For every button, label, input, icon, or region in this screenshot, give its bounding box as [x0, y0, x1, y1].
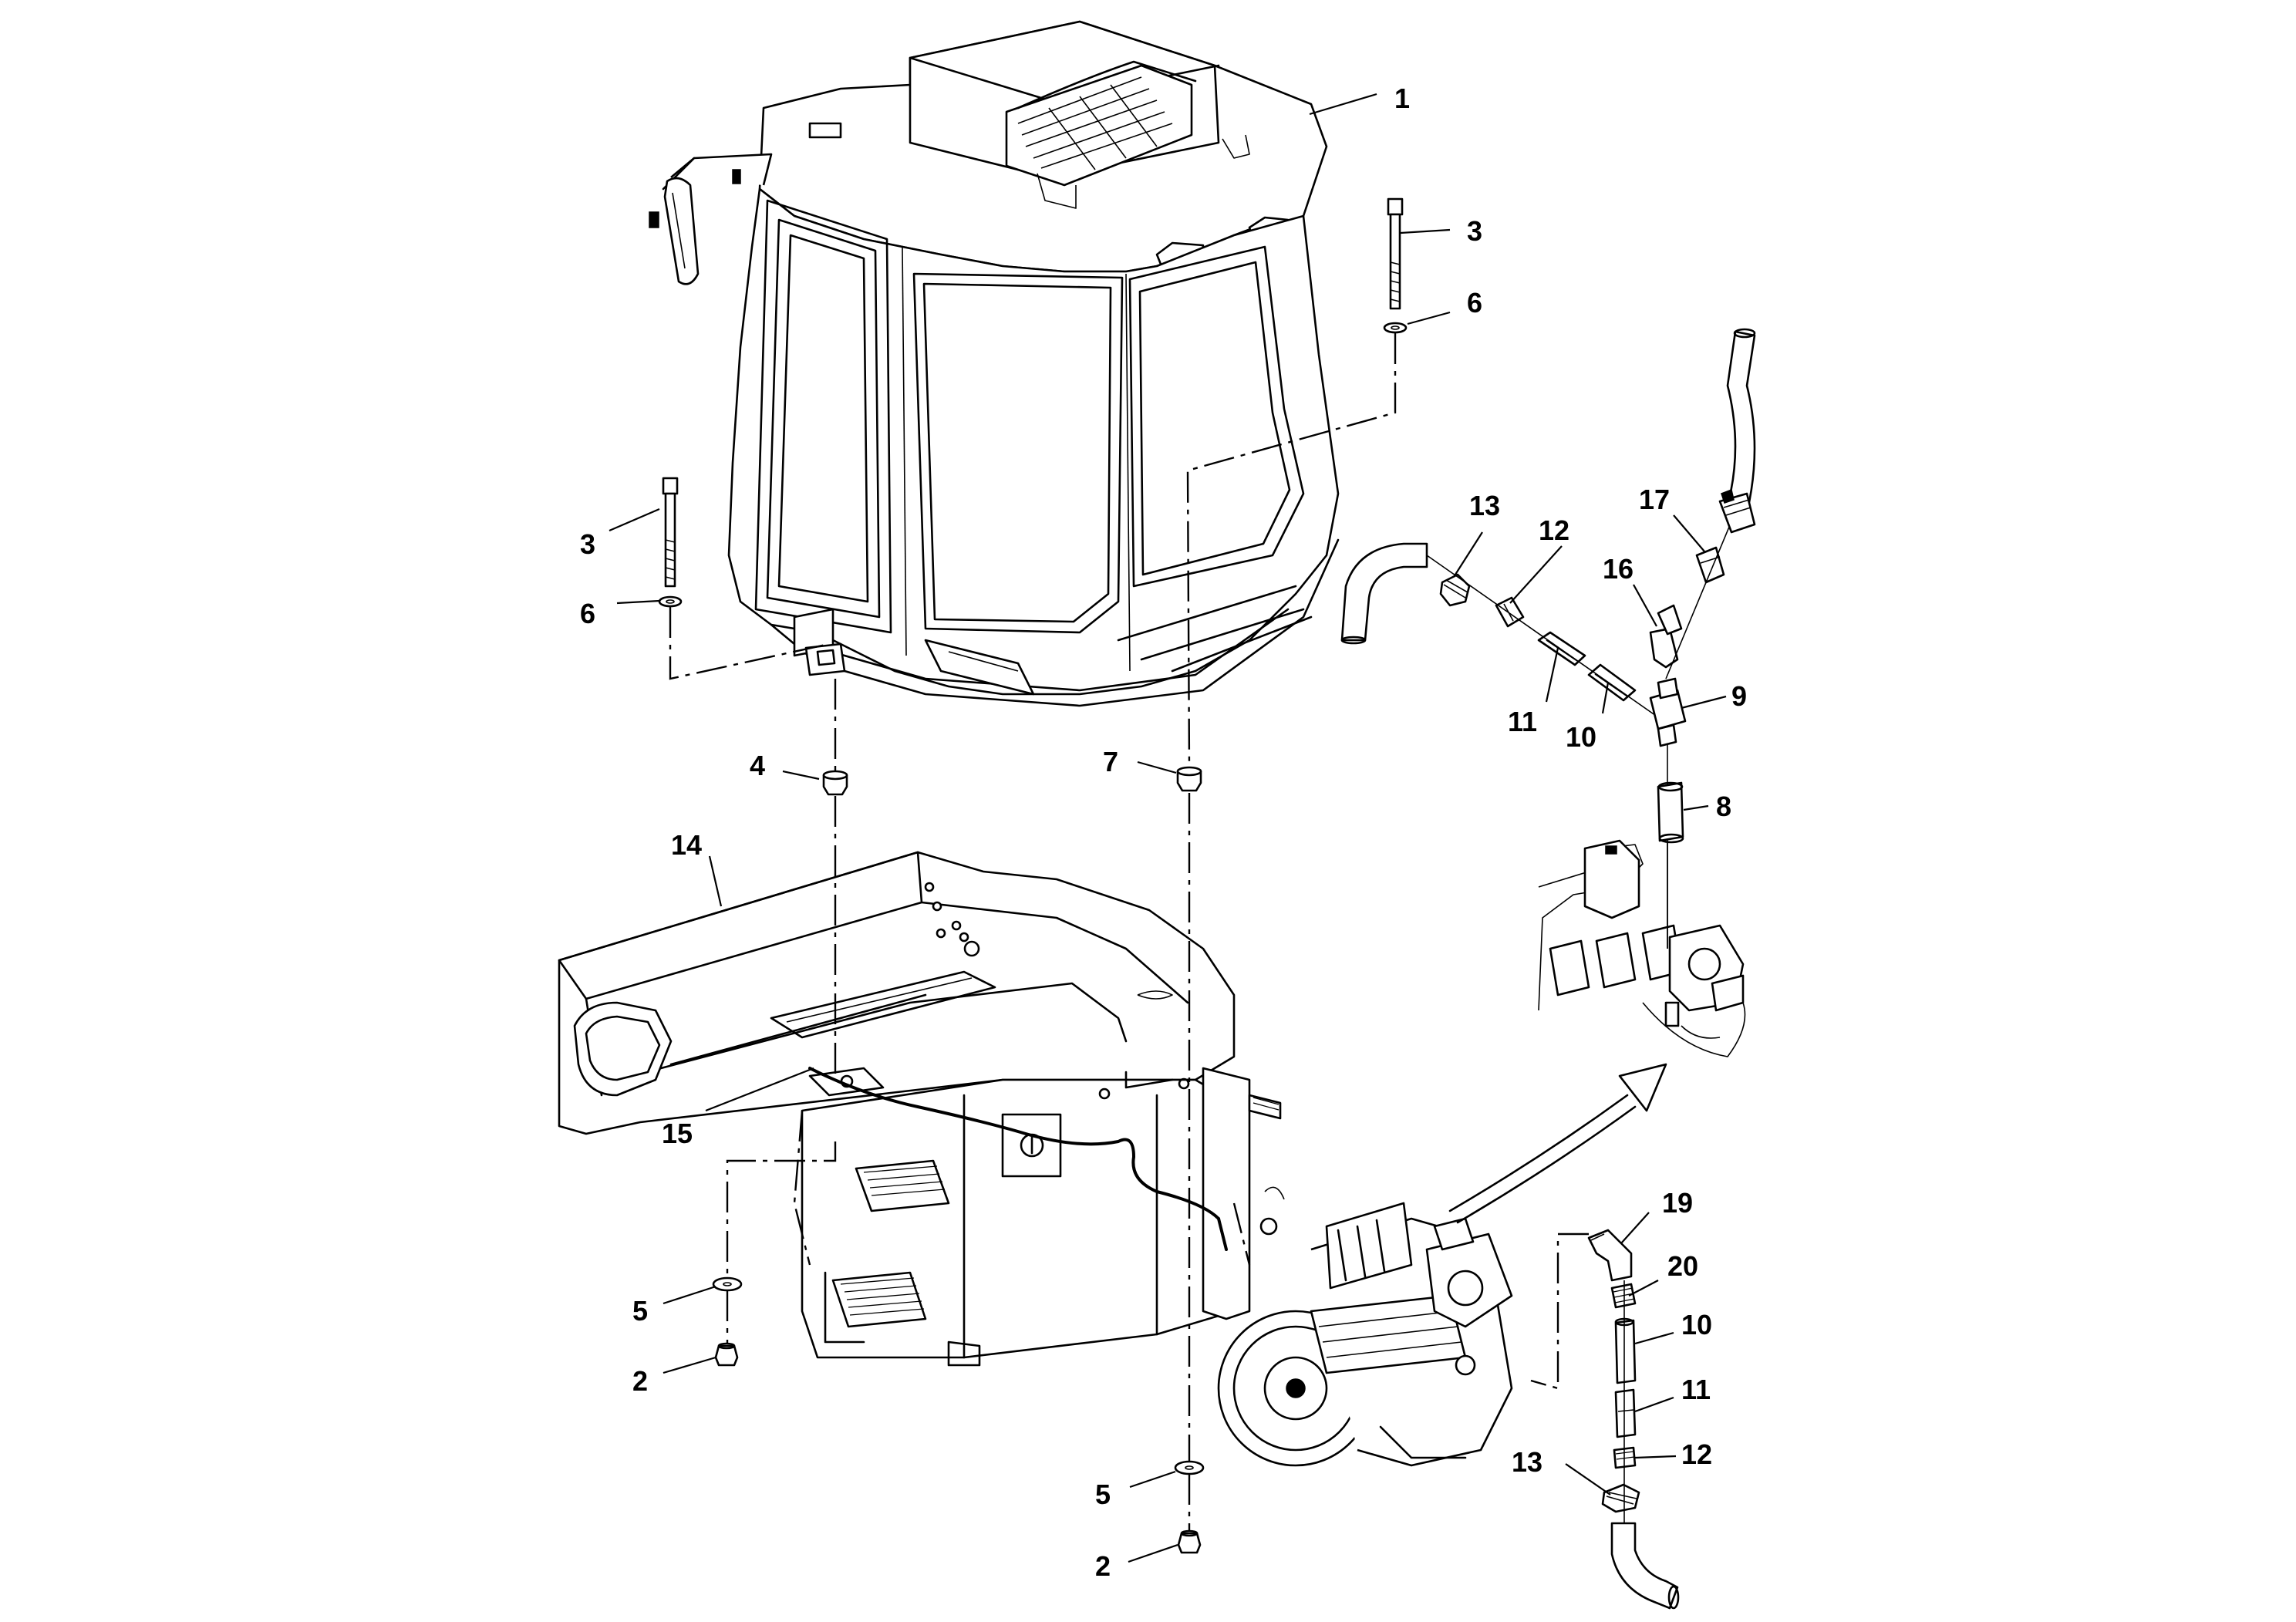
callout-3-left: 3	[580, 528, 595, 560]
heater-hose-assembly-lower	[1587, 1229, 1680, 1610]
heater-hose-assembly-upper	[1340, 328, 1756, 949]
callout-1: 1	[1394, 83, 1410, 114]
callout-13-lower: 13	[1512, 1446, 1542, 1478]
leader-lines	[609, 93, 1727, 1563]
callout-10-lower: 10	[1681, 1309, 1712, 1340]
platform-frame	[558, 851, 1282, 1367]
callout-12-lower: 12	[1681, 1438, 1712, 1470]
callout-2-left: 2	[632, 1365, 648, 1397]
callout-6-left: 6	[580, 598, 595, 629]
callout-labels: 1 3 6 3 6 4 7 14 15 5 2 5 2 13 12 11 10 …	[580, 83, 1747, 1582]
callout-5-right: 5	[1095, 1479, 1111, 1510]
callout-4: 4	[750, 750, 765, 781]
callout-3-right: 3	[1467, 215, 1482, 247]
callout-12-upper: 12	[1539, 514, 1569, 546]
callout-13-upper: 13	[1469, 490, 1500, 521]
callout-2-right: 2	[1095, 1550, 1111, 1582]
callout-11-lower: 11	[1681, 1374, 1711, 1405]
cab-assembly	[727, 20, 1340, 707]
callout-6-right: 6	[1467, 287, 1482, 319]
callout-14: 14	[671, 829, 702, 861]
engine-detail-inset	[1538, 839, 1746, 1057]
engine	[1217, 1186, 1513, 1467]
callout-16: 16	[1603, 553, 1633, 585]
callout-20: 20	[1667, 1250, 1698, 1282]
callout-19: 19	[1662, 1187, 1693, 1219]
callout-11-upper: 11	[1508, 706, 1537, 737]
callout-9: 9	[1731, 680, 1747, 712]
assembly-center-lines	[669, 333, 1589, 1532]
callout-10-upper: 10	[1566, 721, 1596, 753]
detail-arrow	[1448, 1063, 1667, 1224]
callout-15: 15	[662, 1118, 693, 1149]
mirror	[649, 153, 773, 285]
callout-8: 8	[1716, 791, 1731, 822]
callout-17: 17	[1639, 484, 1670, 515]
callout-5-left: 5	[632, 1295, 648, 1327]
callout-7: 7	[1103, 746, 1118, 777]
